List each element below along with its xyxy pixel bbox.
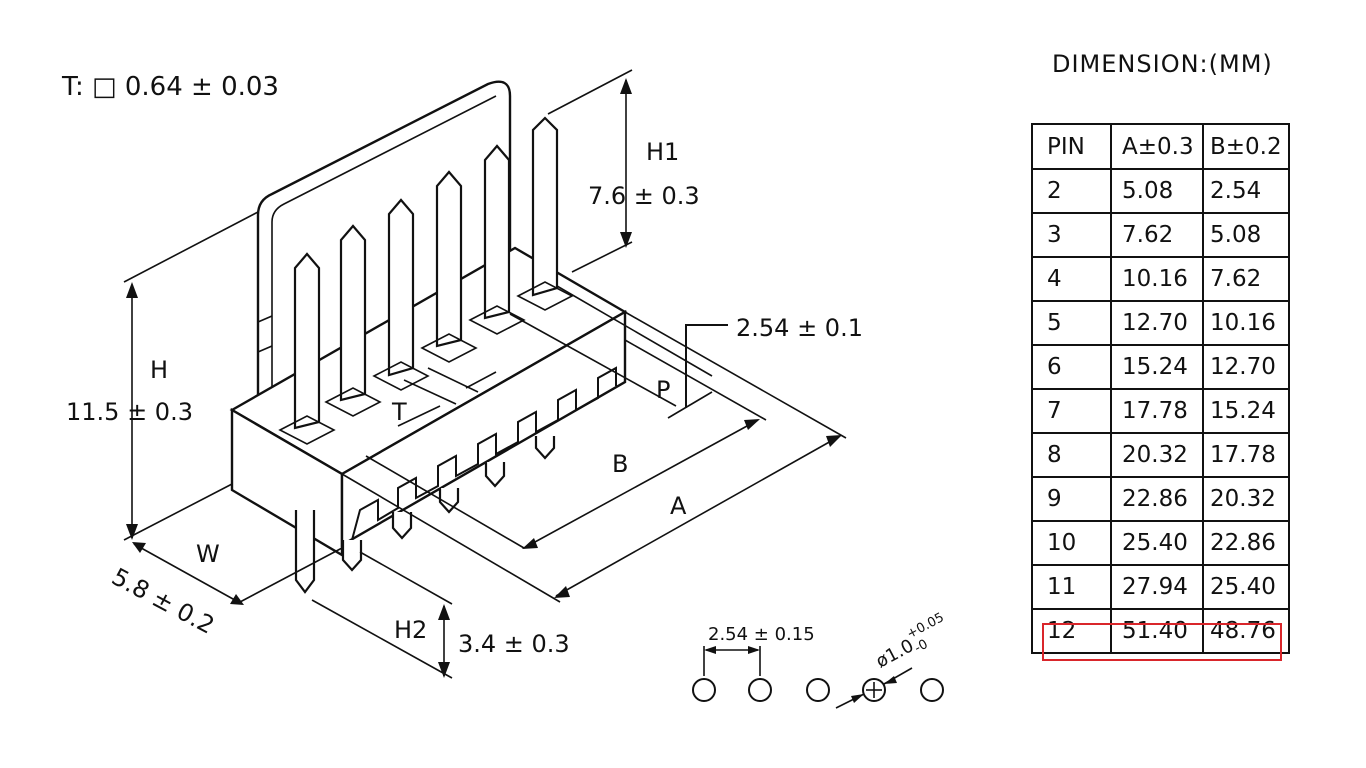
a-cell: 25.40 — [1110, 520, 1204, 566]
b-cell: 5.08 — [1202, 212, 1290, 258]
b-cell: 20.32 — [1202, 476, 1290, 522]
dimension-h1: H1 7.6 ± 0.3 — [547, 69, 700, 273]
h2-value: 3.4 ± 0.3 — [458, 630, 570, 658]
t-label: T — [391, 398, 407, 426]
pin-tail — [534, 436, 556, 460]
hole-tol-minus: -0 — [912, 637, 930, 656]
pin-cell: 12 — [1031, 608, 1112, 654]
b-cell: 10.16 — [1202, 300, 1290, 346]
pin-cell: 11 — [1031, 564, 1112, 610]
pcb-hole — [748, 678, 772, 702]
column-header-pin: PIN — [1031, 123, 1112, 170]
dimension-b: B — [365, 339, 767, 549]
a-cell: 15.24 — [1110, 344, 1204, 390]
b-cell: 7.62 — [1202, 256, 1290, 302]
a-cell: 17.78 — [1110, 388, 1204, 434]
dimension-a: A — [341, 311, 847, 603]
table-header-row: PIN A±0.3 B±0.2 — [1031, 123, 1290, 170]
a-cell: 10.16 — [1110, 256, 1204, 302]
p-label: P — [656, 376, 670, 404]
pin-cell: 10 — [1031, 520, 1112, 566]
a-cell: 22.86 — [1110, 476, 1204, 522]
b-cell: 12.70 — [1202, 344, 1290, 390]
back-wall — [256, 80, 512, 415]
pin-cell: 6 — [1031, 344, 1112, 390]
a-cell: 27.94 — [1110, 564, 1204, 610]
b-cell: 2.54 — [1202, 168, 1290, 214]
pin-cell: 5 — [1031, 300, 1112, 346]
w-label: W — [196, 540, 220, 568]
dimension-t: T — [391, 367, 497, 427]
pin — [324, 224, 382, 417]
a-cell: 20.32 — [1110, 432, 1204, 478]
b-cell: 17.78 — [1202, 432, 1290, 478]
dimension-table-title: DIMENSION:(MM) — [1052, 50, 1273, 78]
h1-value: 7.6 ± 0.3 — [588, 182, 700, 210]
pin — [372, 198, 430, 391]
b-cell: 22.86 — [1202, 520, 1290, 566]
h1-label: H1 — [646, 138, 679, 166]
p-value: 2.54 ± 0.1 — [736, 314, 863, 342]
pin-cell: 8 — [1031, 432, 1112, 478]
pin — [468, 144, 526, 335]
pitch-label: 2.54 ± 0.15 — [708, 624, 815, 645]
pin — [420, 170, 478, 363]
hole-tol-plus: +0.05 — [905, 610, 947, 642]
pin — [278, 252, 336, 445]
pin-tail — [294, 510, 316, 594]
pin-cell: 7 — [1031, 388, 1112, 434]
pin-tail — [391, 512, 413, 540]
pin-cell: 9 — [1031, 476, 1112, 522]
highlighted-row-box — [1042, 623, 1282, 661]
pin — [516, 116, 574, 311]
b-cell: 15.24 — [1202, 388, 1290, 434]
pin-tail — [484, 462, 506, 488]
pin-tail — [341, 540, 363, 572]
pcb-hole — [806, 678, 830, 702]
column-header-a: A±0.3 — [1110, 123, 1204, 170]
pin-cell: 2 — [1031, 168, 1112, 214]
pcb-hole — [692, 678, 716, 702]
b-cell: 48.76 — [1202, 608, 1290, 654]
h-label: H — [150, 356, 168, 384]
pin-tail — [438, 488, 460, 514]
dimension-h: H 11.5 ± 0.3 — [66, 211, 259, 541]
a-cell: 5.08 — [1110, 168, 1204, 214]
dimension-p: P 2.54 ± 0.1 — [509, 285, 863, 419]
a-label: A — [670, 492, 687, 520]
dimension-h2: H2 3.4 ± 0.3 — [311, 551, 570, 679]
h2-label: H2 — [394, 616, 427, 644]
b-cell: 25.40 — [1202, 564, 1290, 610]
a-cell: 7.62 — [1110, 212, 1204, 258]
a-cell: 12.70 — [1110, 300, 1204, 346]
material-note: T: □ 0.64 ± 0.03 — [61, 72, 279, 102]
pins — [278, 116, 574, 594]
b-label: B — [612, 450, 628, 478]
pcb-hole — [862, 678, 886, 702]
pcb-hole — [920, 678, 944, 702]
pin-cell: 3 — [1031, 212, 1112, 258]
housing-body — [229, 246, 628, 558]
w-value: 5.8 ± 0.2 — [107, 563, 219, 640]
a-cell: 51.40 — [1110, 608, 1204, 654]
pcb-footprint: 2.54 ± 0.15 ø1.0 +0.05 -0 — [692, 610, 947, 709]
h-value: 11.5 ± 0.3 — [66, 398, 193, 426]
column-header-b: B±0.2 — [1202, 123, 1290, 170]
pin-cell: 4 — [1031, 256, 1112, 302]
